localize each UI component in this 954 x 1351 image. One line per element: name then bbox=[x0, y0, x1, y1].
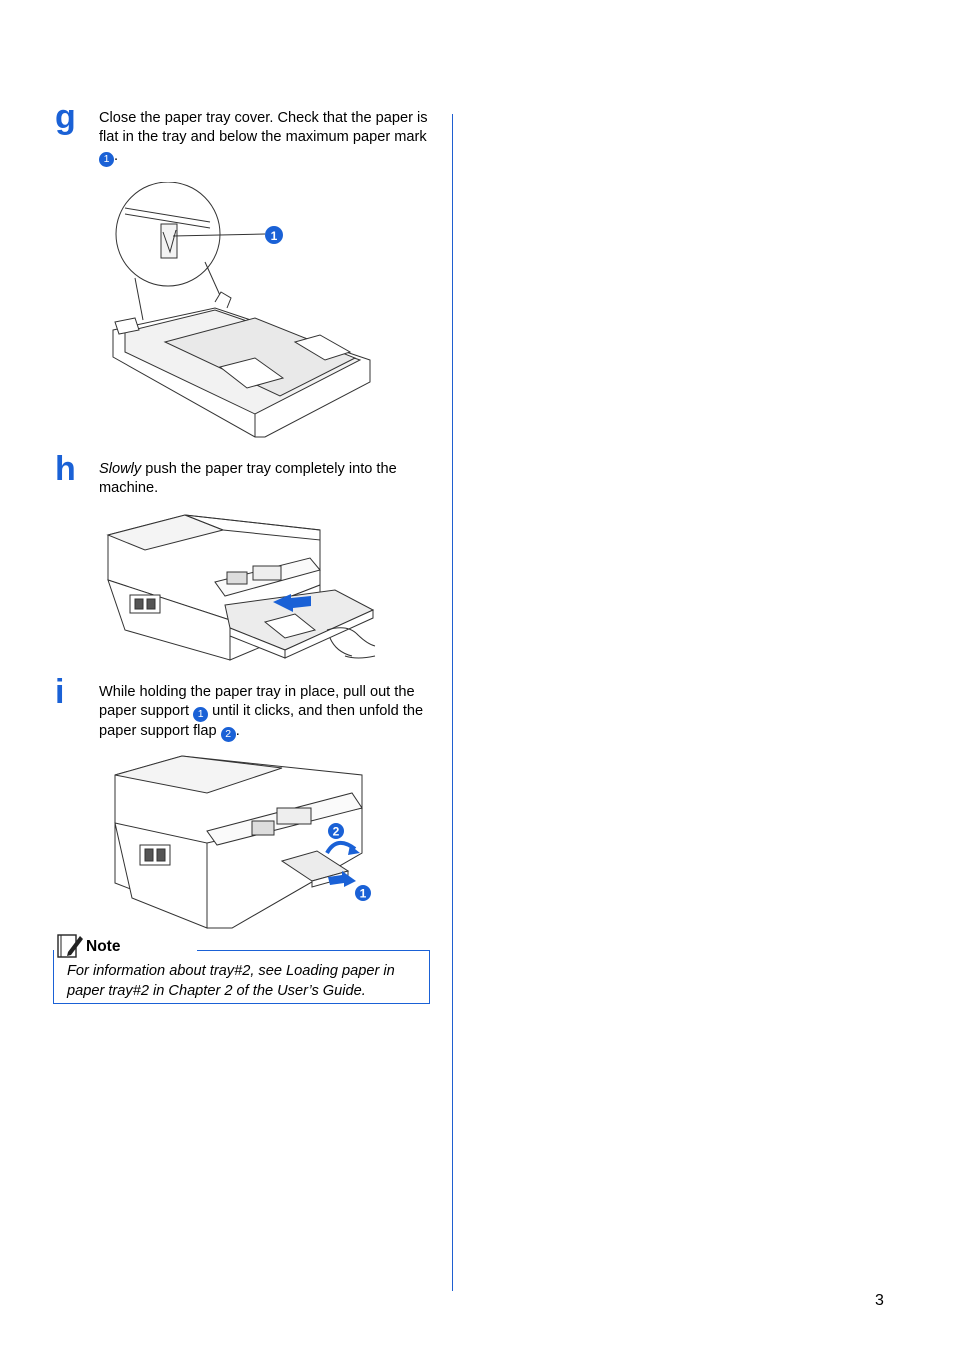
step-i-text-3: . bbox=[235, 723, 240, 739]
paper-tray-illustration: 1 bbox=[112, 182, 371, 438]
step-g-text-end: . bbox=[114, 148, 119, 164]
step-h-text: Slowly push the paper tray completely in… bbox=[99, 460, 439, 498]
callout-badge: 1 bbox=[99, 152, 114, 167]
note-top-rule bbox=[197, 950, 429, 951]
push-tray-illustration bbox=[106, 514, 376, 661]
step-letter-h: h bbox=[55, 450, 76, 488]
note-box bbox=[53, 950, 430, 1004]
column-divider bbox=[452, 114, 453, 1291]
page-number: 3 bbox=[875, 1292, 884, 1309]
step-i-text-1: While holding the paper tray in place, p… bbox=[99, 684, 415, 719]
support-callout-2-label: 2 bbox=[333, 825, 340, 839]
callout-badge: 2 bbox=[220, 727, 236, 742]
step-h-emphasis: Slowly bbox=[99, 461, 142, 477]
step-letter-i: i bbox=[55, 673, 65, 711]
step-g-text-main: Close the paper tray cover. Check that t… bbox=[99, 110, 428, 145]
step-letter-g: g bbox=[55, 98, 76, 136]
step-g-text: Close the paper tray cover. Check that t… bbox=[99, 109, 439, 167]
note-title: Note bbox=[86, 938, 121, 955]
callout-badge: 1 bbox=[193, 707, 209, 722]
step-h-text-main: push the paper tray completely into the … bbox=[99, 461, 397, 496]
step-i-text-2: until it clicks, and then unfold the pap… bbox=[99, 703, 424, 739]
paper-support-illustration: 2 1 bbox=[114, 755, 371, 929]
tray-callout-label: 1 bbox=[271, 229, 278, 243]
note-text: For information about tray#2, see Loadin… bbox=[67, 963, 395, 999]
step-i-text: While holding the paper tray in place, p… bbox=[99, 683, 439, 742]
note-pencil-icon bbox=[57, 934, 83, 958]
support-callout-1-label: 1 bbox=[360, 887, 367, 901]
